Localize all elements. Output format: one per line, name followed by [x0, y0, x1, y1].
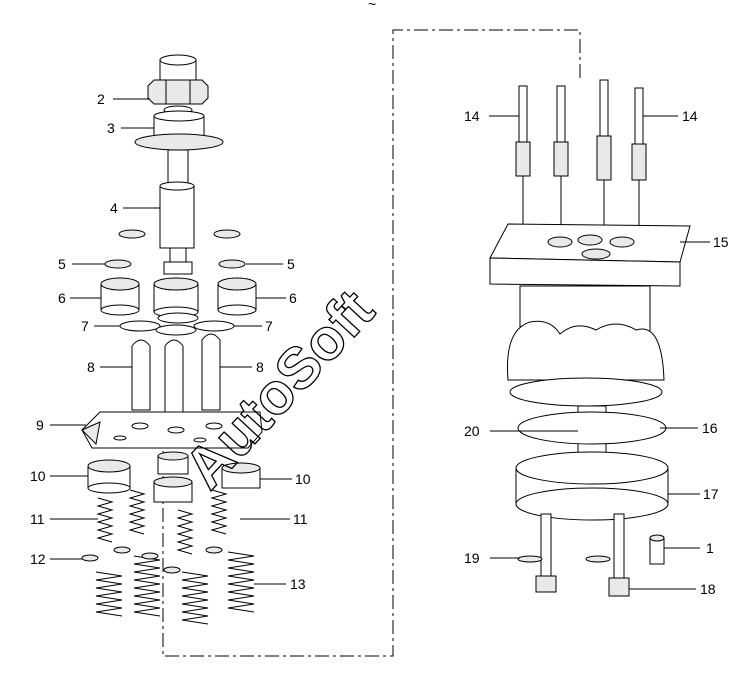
callout-13: 13: [290, 576, 306, 592]
callout-1: 1: [706, 540, 714, 556]
callout-19: 19: [464, 550, 480, 566]
part-11-inner-springs: [96, 489, 228, 555]
part-12-clips: [81, 546, 223, 574]
part-body-housing: [506, 285, 665, 407]
callout-4: 4: [110, 200, 118, 216]
part-18-bolts: [535, 513, 630, 597]
part-15-top-cover: [489, 223, 691, 287]
part-6-cups: [100, 277, 257, 318]
part-19-washers: [517, 555, 611, 563]
leader-lines: [50, 98, 710, 590]
callout-2: 2: [97, 91, 105, 107]
assembly-connector-line: [162, 29, 581, 657]
callout-15: 15: [713, 234, 729, 250]
callout-7: 7: [265, 318, 273, 334]
top-mark: ~: [368, 0, 376, 12]
callout-10: 10: [295, 471, 311, 487]
part-2-hex-fitting: [147, 54, 209, 105]
callout-11: 11: [293, 511, 308, 527]
part-13-outer-springs: [95, 551, 255, 625]
callout-8: 8: [256, 359, 264, 375]
part-3-flange: [134, 105, 224, 151]
callout-16: 16: [702, 420, 718, 436]
part-9-plate: [81, 411, 263, 449]
part-7-washers: [119, 312, 235, 336]
part-16-disc: [517, 411, 667, 445]
callout-12: 12: [30, 551, 46, 567]
callout-labels: 2 3 4 5 5 6 6 7 7 8 8 9 10 10 11 11 12 1…: [30, 91, 729, 597]
callout-9: 9: [36, 417, 44, 433]
callout-10: 10: [30, 468, 46, 484]
callout-6: 6: [289, 290, 297, 306]
callout-20: 20: [464, 423, 480, 439]
part-1-sleeve: [649, 534, 665, 565]
callout-18: 18: [700, 581, 716, 597]
part-5-seals: [104, 229, 246, 269]
part-10-rings: [87, 451, 261, 503]
callout-5: 5: [58, 256, 66, 272]
part-8-pistons: [131, 333, 221, 416]
callout-11: 11: [30, 511, 45, 527]
callout-8: 8: [87, 359, 95, 375]
callout-6: 6: [58, 290, 66, 306]
part-14-pins: [515, 79, 647, 226]
callout-17: 17: [703, 486, 719, 502]
callout-14: 14: [682, 108, 698, 124]
callout-5: 5: [287, 256, 295, 272]
callout-14: 14: [464, 108, 480, 124]
part-4-shaft: [159, 149, 195, 275]
part-17-base: [515, 451, 669, 521]
callout-3: 3: [107, 120, 115, 136]
callout-7: 7: [81, 318, 89, 334]
